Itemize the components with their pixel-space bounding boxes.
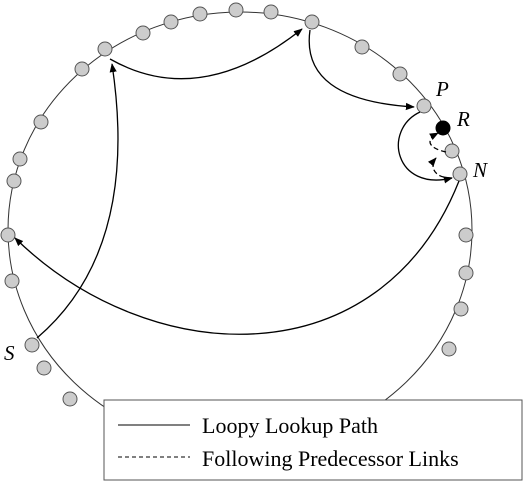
lookup-path-s-to-top-left [36, 63, 119, 339]
ring-node [458, 265, 474, 281]
lookup-path-top-left-to-top [109, 28, 303, 80]
ring-node [62, 391, 78, 407]
ring-node [192, 6, 208, 22]
label-r: R [456, 107, 470, 131]
predecessor-link-prev-to-r [429, 132, 447, 153]
legend-dashed-label: Following Predecessor Links [202, 446, 459, 471]
ring-node [36, 360, 52, 376]
legend-box [103, 399, 523, 481]
ring-node-r [435, 120, 451, 136]
label-p: P [435, 77, 449, 101]
predecessor-link-n-to-prev [427, 157, 453, 179]
ring-node [458, 227, 474, 243]
ring-node [304, 14, 320, 30]
ring-node [12, 151, 28, 167]
ring-node [354, 39, 370, 55]
ring-node [444, 143, 460, 159]
ring-node-n [452, 166, 468, 182]
ring-node [33, 114, 49, 130]
lookup-path-p-to-n-loop [397, 111, 453, 184]
lookup-path-n-to-left [14, 180, 460, 335]
ring-node-s [24, 337, 40, 353]
ring-node [74, 61, 90, 77]
ring-node-p [416, 98, 432, 114]
ring-node [228, 2, 244, 18]
ring-node [163, 14, 179, 30]
ring-node [97, 41, 113, 57]
ring-nodes [0, 2, 474, 407]
ring-node [392, 66, 408, 82]
ring-node [4, 273, 20, 289]
ring-node [441, 341, 457, 357]
label-n: N [472, 158, 488, 182]
ring-node [135, 25, 151, 41]
ring-node [6, 173, 22, 189]
lookup-path-top-to-p [308, 29, 415, 111]
ring-node [453, 301, 469, 317]
ring-node [0, 227, 16, 243]
legend: Loopy Lookup Path Following Predecessor … [103, 399, 523, 481]
ring-node [263, 4, 279, 20]
label-s: S [4, 341, 15, 365]
legend-solid-label: Loopy Lookup Path [202, 413, 378, 438]
